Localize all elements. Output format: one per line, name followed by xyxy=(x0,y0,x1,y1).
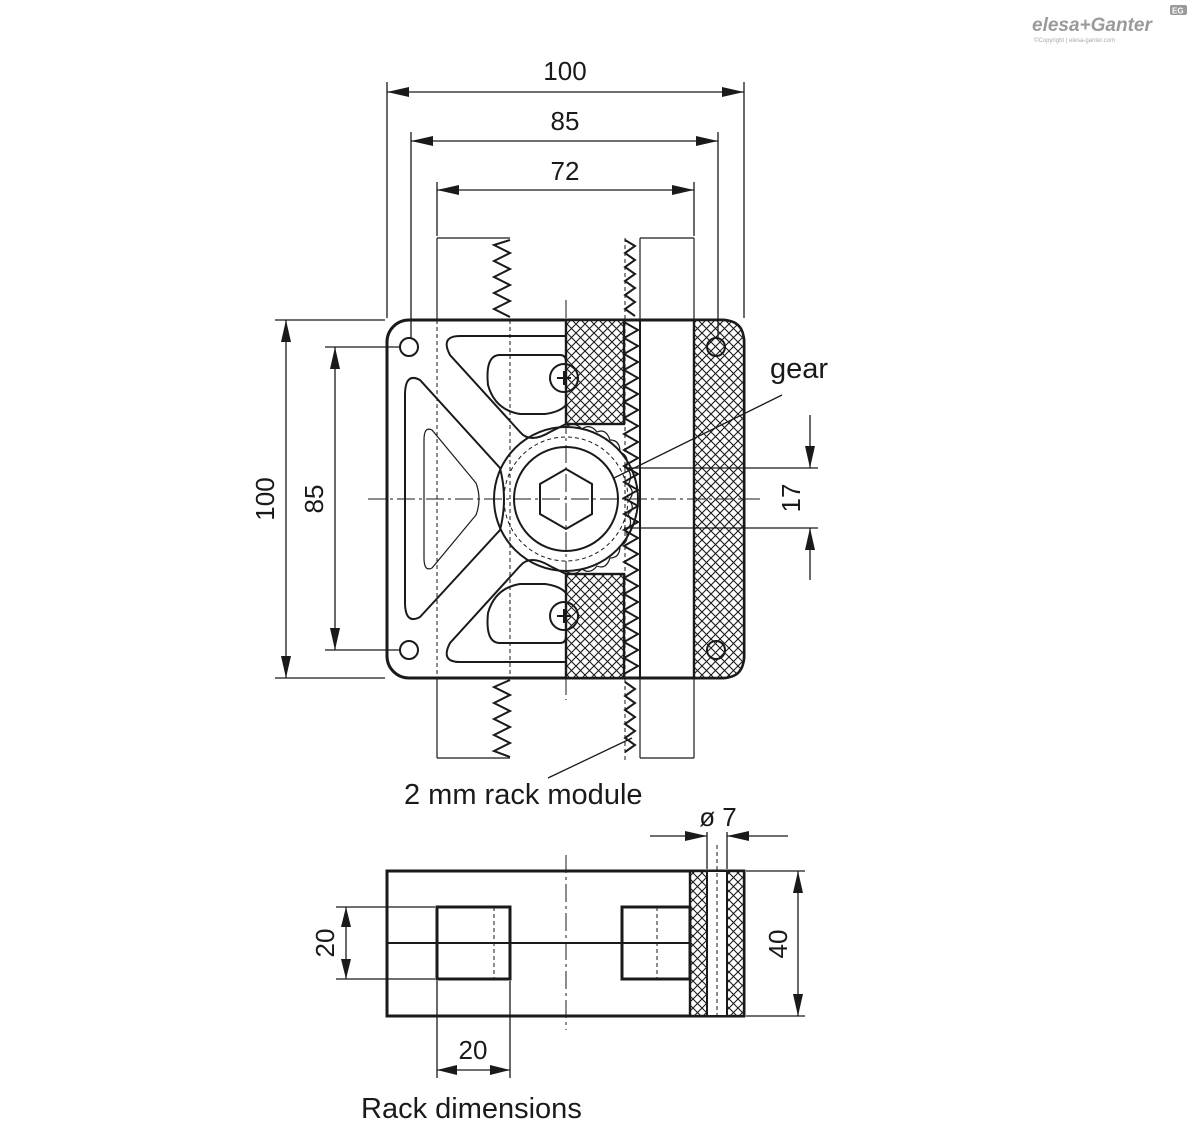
brand-badge-icon xyxy=(1170,5,1187,15)
gear-leader-line xyxy=(613,394,783,479)
dim-left-holes: 85 xyxy=(299,485,329,514)
brand-logo-text: elesa+Ganter xyxy=(1032,15,1153,36)
screw-upper-icon xyxy=(549,363,579,393)
rack-section-lower xyxy=(564,572,626,680)
gear-hex-socket xyxy=(539,467,593,531)
frame-upper-slot xyxy=(486,354,567,415)
dim-top-inner: 72 xyxy=(551,156,580,186)
frame-outer-contour xyxy=(445,335,567,663)
rack-block-left xyxy=(435,905,512,981)
frame-lower-slot xyxy=(486,583,567,644)
rack-block-right xyxy=(620,905,692,981)
copyright-text: ©Copyright | elesa-ganter.com xyxy=(1034,37,1115,44)
dim-top-holes: 85 xyxy=(551,106,580,136)
right-rack-teeth-inner xyxy=(621,321,641,675)
side-view xyxy=(385,845,746,1030)
rack-module-label: 2 mm rack module xyxy=(404,779,643,811)
rack-dimensions-label: Rack dimensions xyxy=(361,1093,582,1125)
front-view: gear 2 mm rack module xyxy=(368,237,828,811)
left-rack-teeth-top xyxy=(491,239,513,318)
mount-hole-bottom-right xyxy=(706,640,726,660)
gear-teeth xyxy=(565,423,633,575)
mount-hole-top-left xyxy=(399,337,419,357)
mount-hole-bottom-left xyxy=(399,640,419,660)
dim-hole-diameter: ø 7 xyxy=(699,802,737,832)
dim-rack-length: 20 xyxy=(459,1035,488,1065)
front-dimensions: 100 85 72 100 85 17 xyxy=(250,56,818,679)
dim-rack-width: 17 xyxy=(776,484,806,513)
right-rack-teeth-bottom xyxy=(623,681,637,753)
rack-section-upper xyxy=(564,318,626,426)
mount-hole-top-right xyxy=(706,337,726,357)
side-dimensions: ø 7 40 20 20 Rack dimensions xyxy=(310,802,805,1125)
frame-left-pocket-inner xyxy=(423,428,480,570)
dim-side-height: 40 xyxy=(763,930,793,959)
rack-module-leader-line xyxy=(547,737,633,779)
screw-lower-icon xyxy=(549,601,579,631)
gear-pitch-circle xyxy=(503,436,629,562)
gear-label: gear xyxy=(770,353,828,385)
dim-top-overall: 100 xyxy=(543,56,586,86)
dim-left-overall: 100 xyxy=(250,477,280,520)
right-rack-teeth-top xyxy=(623,239,637,317)
dim-rack-height: 20 xyxy=(310,929,340,958)
brand-logo: elesa+Ganter EG ©Copyright | elesa-gante… xyxy=(1032,5,1187,44)
brand-badge-text: EG xyxy=(1172,7,1184,16)
left-rack-teeth-bottom xyxy=(491,679,513,758)
